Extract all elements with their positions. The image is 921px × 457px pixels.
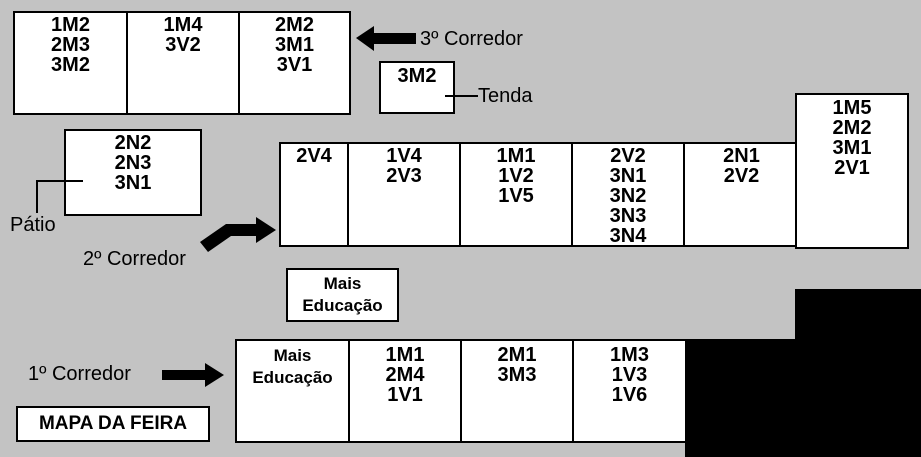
bent-arrow-right-icon	[200, 217, 276, 252]
tenda-box: 3M2	[379, 61, 455, 114]
bottom-cell-1: Mais Educação	[237, 341, 350, 441]
middle-row: 2V4 1V4 2V3 1M1 1V2 1V5 2V2 3N1 3N2 3N3 …	[279, 142, 798, 247]
mais-educacao-box: Mais Educação	[286, 268, 399, 322]
corredor-2-label: 2º Corredor	[83, 248, 186, 270]
bottom-cell-4: 1M3 1V3 1V6	[574, 341, 685, 441]
right-tall-box-text: 1M5 2M2 3M1 2V1	[832, 97, 872, 179]
bottom-row: Mais Educação 1M1 2M4 1V1 2M1 3M3 1M3 1V…	[235, 339, 687, 443]
corredor-3-label: 3º Corredor	[420, 28, 523, 50]
top-cell-2: 1M4 3V2	[128, 13, 240, 113]
patio-box-text: 2N2 2N3 3N1	[114, 132, 152, 194]
black-block-upper	[795, 289, 921, 349]
patio-box: 2N2 2N3 3N1	[64, 129, 202, 216]
middle-cell-4: 2V2 3N1 3N2 3N3 3N4	[573, 144, 685, 247]
right-tall-box: 1M5 2M2 3M1 2V1	[795, 93, 909, 249]
arrow-right-icon	[162, 363, 224, 387]
map-title: MAPA DA FEIRA	[38, 413, 188, 434]
bottom-cell-1-text: Mais Educação	[252, 346, 333, 387]
bottom-cell-4-text: 1M3 1V3 1V6	[610, 344, 649, 406]
arrow-left-icon	[356, 26, 416, 51]
middle-cell-2-text: 1V4 2V3	[386, 145, 422, 187]
middle-cell-5-text: 2N1 2V2	[723, 145, 760, 187]
top-cell-3: 2M2 3M1 3V1	[240, 13, 349, 113]
map-title-box: MAPA DA FEIRA	[16, 406, 210, 442]
tenda-box-text: 3M2	[397, 65, 437, 87]
patio-label: Pátio	[10, 214, 56, 236]
bottom-cell-2: 1M1 2M4 1V1	[350, 341, 462, 441]
middle-cell-3-text: 1M1 1V2 1V5	[496, 145, 536, 207]
black-block-lower	[685, 339, 921, 457]
middle-cell-4-text: 2V2 3N1 3N2 3N3 3N4	[609, 145, 647, 247]
corredor-1-label: 1º Corredor	[28, 363, 131, 385]
middle-cell-1: 2V4	[281, 144, 349, 245]
top-cell-1: 1M2 2M3 3M2	[15, 13, 128, 113]
middle-cell-2: 1V4 2V3	[349, 144, 461, 245]
bottom-cell-3-text: 2M1 3M3	[497, 344, 537, 386]
middle-cell-1-text: 2V4	[296, 145, 332, 167]
tenda-label: Tenda	[478, 85, 533, 107]
bottom-cell-3: 2M1 3M3	[462, 341, 574, 441]
mais-educacao-box-text: Mais Educação	[302, 274, 383, 315]
middle-cell-3: 1M1 1V2 1V5	[461, 144, 573, 245]
top-cell-2-text: 1M4 3V2	[163, 14, 203, 56]
middle-cell-5: 2N1 2V2	[685, 144, 798, 245]
top-cell-1-text: 1M2 2M3 3M2	[51, 14, 90, 76]
bottom-cell-2-text: 1M1 2M4 1V1	[385, 344, 425, 406]
top-cell-3-text: 2M2 3M1 3V1	[275, 14, 314, 76]
top-block: 1M2 2M3 3M2 1M4 3V2 2M2 3M1 3V1	[13, 11, 351, 115]
